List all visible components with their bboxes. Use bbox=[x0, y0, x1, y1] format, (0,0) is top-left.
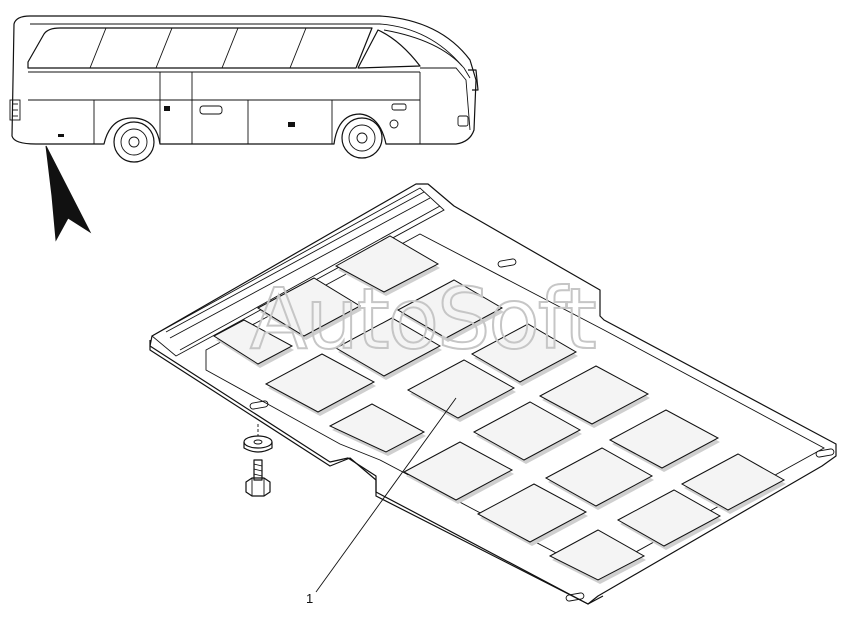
bolt bbox=[245, 459, 271, 497]
washer bbox=[243, 435, 273, 453]
watermark: AutoSoft bbox=[250, 270, 595, 368]
location-arrow bbox=[45, 145, 92, 242]
front-wheel bbox=[341, 117, 383, 159]
callout-leader-1 bbox=[315, 397, 457, 593]
rear-wheel bbox=[113, 121, 155, 163]
embossed-pads bbox=[213, 235, 786, 584]
bus-side-view bbox=[9, 15, 479, 242]
callout-label-1: 1 bbox=[306, 591, 313, 606]
floor-panel-assembly bbox=[149, 183, 837, 605]
